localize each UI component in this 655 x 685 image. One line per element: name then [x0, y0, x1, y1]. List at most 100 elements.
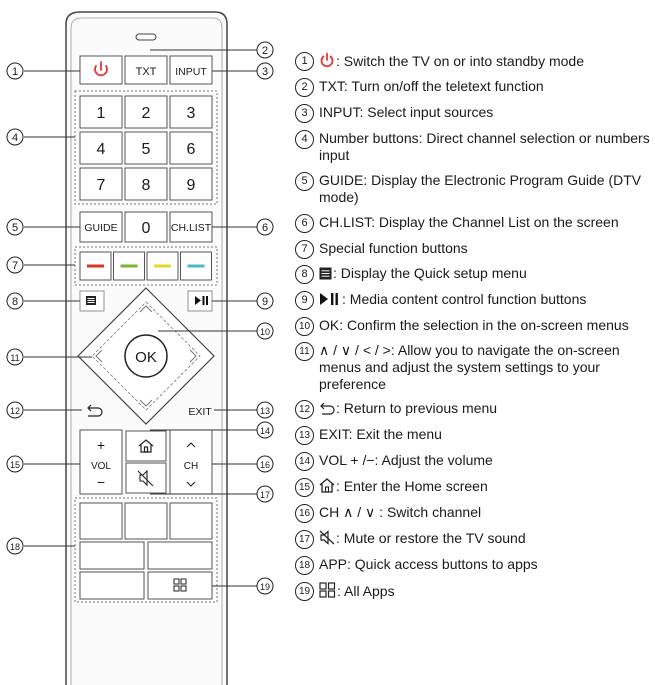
txt-button[interactable] — [124, 55, 168, 85]
legend-description: VOL + /−: Adjust the volume — [319, 452, 493, 468]
app-button-4[interactable] — [79, 541, 145, 570]
callout-4-circle — [6, 128, 24, 146]
legend-text-wrapper: : Mute or restore the TV sound — [319, 530, 526, 549]
digit-0-label: 0 — [142, 220, 151, 237]
legend-text-wrapper: : Media content control function buttons — [319, 291, 586, 310]
callout-2-label: 2 — [262, 45, 268, 57]
chlist-button-label: CH.LIST — [171, 222, 212, 234]
vol-minus-label: − — [97, 474, 105, 490]
app-button-2[interactable] — [124, 502, 168, 540]
digit-9-button[interactable] — [169, 167, 213, 201]
vol-plus-label: + — [97, 437, 105, 453]
legend-description: : Enter the Home screen — [336, 478, 488, 494]
number-group-outline — [74, 90, 218, 205]
legend-description: GUIDE: Display the Electronic Program Gu… — [319, 172, 642, 205]
legend-text-wrapper: : All Apps — [319, 582, 395, 602]
legend-item-15: 15: Enter the Home screen — [295, 478, 650, 497]
legend-text-wrapper: : Return to previous menu — [319, 400, 497, 419]
digit-2-button[interactable] — [124, 95, 168, 129]
digit-7-label: 7 — [97, 177, 106, 194]
legend-description: : Display the Quick setup menu — [333, 265, 527, 281]
callout-3-circle — [256, 62, 274, 80]
mute-icon — [319, 530, 335, 549]
mute-button[interactable] — [125, 462, 167, 494]
legend-text-wrapper: CH.LIST: Display the Channel List on the… — [319, 214, 619, 231]
callout-15-label: 15 — [10, 460, 20, 470]
vol-rocker[interactable] — [79, 429, 123, 495]
callout-3-label: 3 — [262, 66, 268, 78]
legend-number-badge: 16 — [295, 504, 314, 523]
legend-text-wrapper: : Enter the Home screen — [319, 478, 488, 497]
callout-8-label: 8 — [12, 296, 18, 308]
input-button[interactable] — [169, 55, 213, 85]
remote-inner-edge — [70, 17, 223, 685]
app-button-6[interactable] — [79, 571, 145, 600]
digit-9-label: 9 — [187, 177, 196, 194]
digit-8-button[interactable] — [124, 167, 168, 201]
callout-10-circle — [256, 322, 274, 340]
legend-description: APP: Quick access buttons to apps — [319, 556, 538, 572]
callout-12-circle — [6, 401, 24, 419]
digit-2-label: 2 — [142, 105, 151, 122]
callout-8-circle — [6, 292, 24, 310]
callout-4-label: 4 — [12, 132, 18, 144]
return-icon — [319, 402, 335, 419]
digit-6-button[interactable] — [169, 131, 213, 165]
return-icon[interactable] — [87, 404, 103, 417]
guide-button[interactable] — [79, 211, 123, 243]
legend-text-wrapper: TXT: Turn on/off the teletext function — [319, 78, 544, 95]
legend-number-badge: 18 — [295, 556, 314, 575]
app-button-5[interactable] — [147, 541, 213, 570]
app-button-1[interactable] — [79, 502, 123, 540]
nav-down-icon — [139, 399, 153, 407]
legend-number-badge: 10 — [295, 317, 314, 336]
callout-17-label: 17 — [260, 490, 270, 500]
legend-text-wrapper: ∧ / ∨ / < / >: Allow you to navigate the… — [319, 342, 650, 393]
legend-text-wrapper: CH ∧ / ∨ : Switch channel — [319, 504, 481, 521]
legend-item-12: 12: Return to previous menu — [295, 400, 650, 419]
legend-number-badge: 8 — [295, 265, 314, 284]
digit-4-label: 4 — [97, 141, 106, 158]
callout-17-circle — [256, 485, 274, 503]
home-button[interactable] — [125, 430, 167, 462]
ch-rocker[interactable] — [169, 429, 213, 495]
digit-4-button[interactable] — [79, 131, 123, 165]
chlist-button[interactable] — [169, 211, 213, 243]
legend-number-badge: 7 — [295, 240, 314, 259]
all-apps-button[interactable] — [147, 571, 213, 600]
digit-7-button[interactable] — [79, 167, 123, 201]
legend-description: ∧ / ∨ / < / >: Allow you to navigate the… — [319, 342, 620, 392]
callout-1-label: 1 — [12, 66, 18, 78]
callout-16-circle — [256, 455, 274, 473]
nav-up-icon — [139, 305, 153, 313]
blue-button[interactable] — [180, 251, 212, 281]
callout-14-label: 14 — [260, 426, 270, 436]
play-pause-icon — [195, 296, 208, 305]
legend-item-1: 1: Switch the TV on or into standby mode — [295, 52, 650, 72]
legend-description: CH.LIST: Display the Channel List on the… — [319, 214, 619, 230]
digit-5-button[interactable] — [124, 131, 168, 165]
nav-left-icon — [95, 349, 103, 363]
ok-button[interactable] — [124, 334, 168, 378]
nav-arrows — [95, 305, 197, 407]
callout-6-label: 6 — [262, 222, 268, 234]
app-button-3[interactable] — [169, 502, 213, 540]
callout-15-circle — [6, 455, 24, 473]
callout-19-label: 19 — [260, 582, 270, 592]
legend-description: : Switch the TV on or into standby mode — [336, 53, 584, 69]
digit-3-button[interactable] — [169, 95, 213, 129]
exit-button-label[interactable]: EXIT — [188, 406, 212, 418]
app-group-outline — [74, 497, 218, 603]
legend-item-18: 18 APP: Quick access buttons to apps — [295, 556, 650, 575]
power-icon — [94, 61, 108, 77]
digit-1-button[interactable] — [79, 95, 123, 129]
legend-description: : Return to previous menu — [336, 400, 498, 416]
digit-8-label: 8 — [142, 177, 151, 194]
digit-0-button[interactable] — [124, 211, 168, 243]
legend-description: CH ∧ / ∨ : Switch channel — [319, 504, 482, 520]
